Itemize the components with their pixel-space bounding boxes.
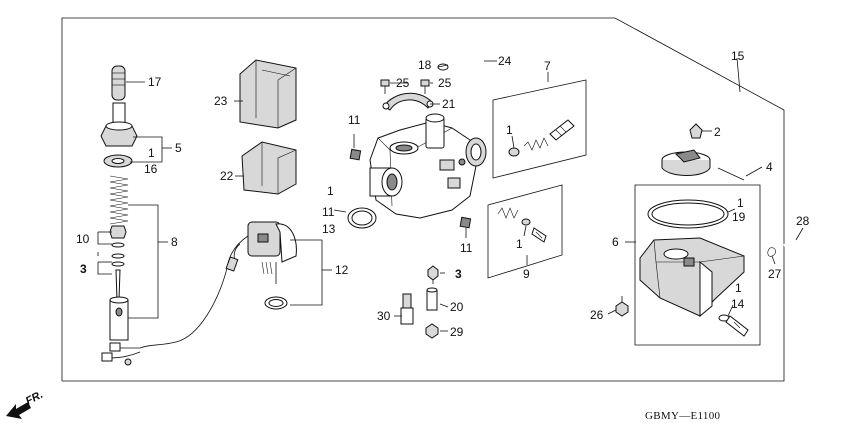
callout-21: 21	[442, 97, 456, 111]
callout-1-body: 1	[327, 184, 334, 198]
callout-3-drain: 3	[455, 267, 462, 281]
callout-1-needle: 1	[506, 123, 513, 137]
holder-screws	[380, 79, 430, 94]
callout-29: 29	[450, 325, 464, 339]
carburetor-body	[369, 113, 487, 219]
callout-1-airscrew: 1	[516, 237, 523, 251]
drain-tube-clip	[767, 247, 776, 257]
callout-28: 28	[796, 214, 810, 228]
callout-2: 2	[714, 125, 721, 139]
callout-8: 8	[171, 235, 178, 249]
callout-23: 23	[214, 94, 228, 108]
chamber-screw	[718, 314, 749, 337]
callout-1-gasket: 1	[737, 196, 744, 210]
intake-o-ring	[347, 207, 377, 229]
cap-seal-lower	[459, 216, 472, 229]
callout-10: 10	[76, 232, 90, 246]
drain-bolt	[615, 296, 629, 317]
callout-20: 20	[450, 300, 464, 314]
callout-9: 9	[523, 267, 530, 281]
wire-connector	[101, 342, 141, 366]
callout-1-cap: 1	[148, 146, 155, 160]
needle-jet-holder	[400, 293, 414, 325]
callout-12: 12	[335, 263, 349, 277]
callout-24: 24	[498, 54, 512, 68]
float-chamber	[639, 237, 745, 318]
wire-clip	[225, 256, 239, 272]
callout-26: 26	[590, 308, 604, 322]
auto-choke-cover	[661, 149, 711, 176]
drain-screw	[427, 265, 439, 284]
callout-25-left: 25	[396, 76, 410, 90]
callout-5: 5	[175, 141, 182, 155]
callout-30: 30	[377, 309, 391, 323]
top-cap-nut	[100, 102, 138, 147]
choke-protector	[241, 141, 297, 195]
air-screw-assembly	[497, 207, 547, 243]
callout-4: 4	[766, 160, 773, 174]
drawing-code: GBMY—E1100	[645, 410, 721, 422]
drain-tube	[783, 242, 812, 323]
choke-wire	[139, 235, 249, 349]
jet-needle-box	[492, 79, 587, 179]
throttle-valve	[109, 296, 129, 341]
assembly-outline	[61, 17, 785, 382]
callout-14: 14	[731, 297, 745, 311]
callout-16: 16	[144, 162, 158, 176]
fuel-tube	[446, 27, 487, 97]
cap-seal-upper	[349, 148, 362, 161]
needle-clip-retainer	[109, 225, 127, 248]
callout-27: 27	[768, 267, 782, 281]
callout-3-needle: 3	[80, 262, 87, 276]
callout-19: 19	[732, 210, 746, 224]
callout-1-chamber: 1	[735, 281, 742, 295]
callout-6: 6	[612, 235, 619, 249]
callout-13: 13	[322, 222, 336, 236]
throttle-spring	[109, 175, 129, 225]
callout-11-lower: 11	[460, 241, 473, 255]
leader-lines	[97, 57, 804, 332]
retainer-clip	[689, 123, 703, 139]
auto-choke-unit	[247, 221, 297, 310]
jet-needle-assembly	[508, 119, 575, 157]
float-chamber-box	[634, 184, 761, 346]
callout-18: 18	[418, 58, 432, 72]
air-screw-box	[487, 184, 563, 279]
throttle-cable-cap	[111, 65, 126, 101]
callout-15: 15	[731, 49, 745, 63]
callout-17: 17	[148, 75, 162, 89]
callout-11-ring: 11	[322, 205, 335, 219]
callout-7: 7	[544, 59, 551, 73]
callout-22: 22	[220, 169, 234, 183]
cap-washer	[103, 154, 133, 168]
callout-25-right: 25	[438, 76, 452, 90]
cable-holder-plate	[382, 92, 434, 111]
front-direction-arrow-icon	[6, 402, 31, 419]
float-valve	[426, 287, 438, 311]
set-pin	[717, 167, 745, 181]
direction-label: FR.	[24, 389, 45, 408]
choke-cover	[239, 59, 297, 129]
chamber-gasket	[647, 199, 729, 229]
main-jet	[425, 323, 439, 339]
callout-11-upper: 11	[348, 113, 361, 127]
